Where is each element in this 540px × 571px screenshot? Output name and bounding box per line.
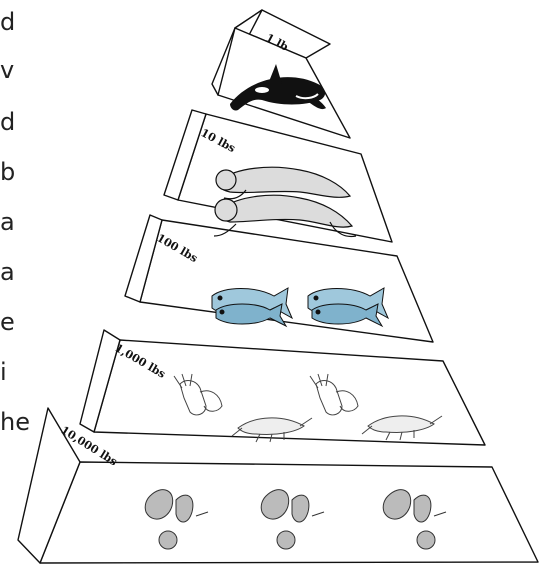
pyramid-tier-1 (212, 10, 350, 138)
